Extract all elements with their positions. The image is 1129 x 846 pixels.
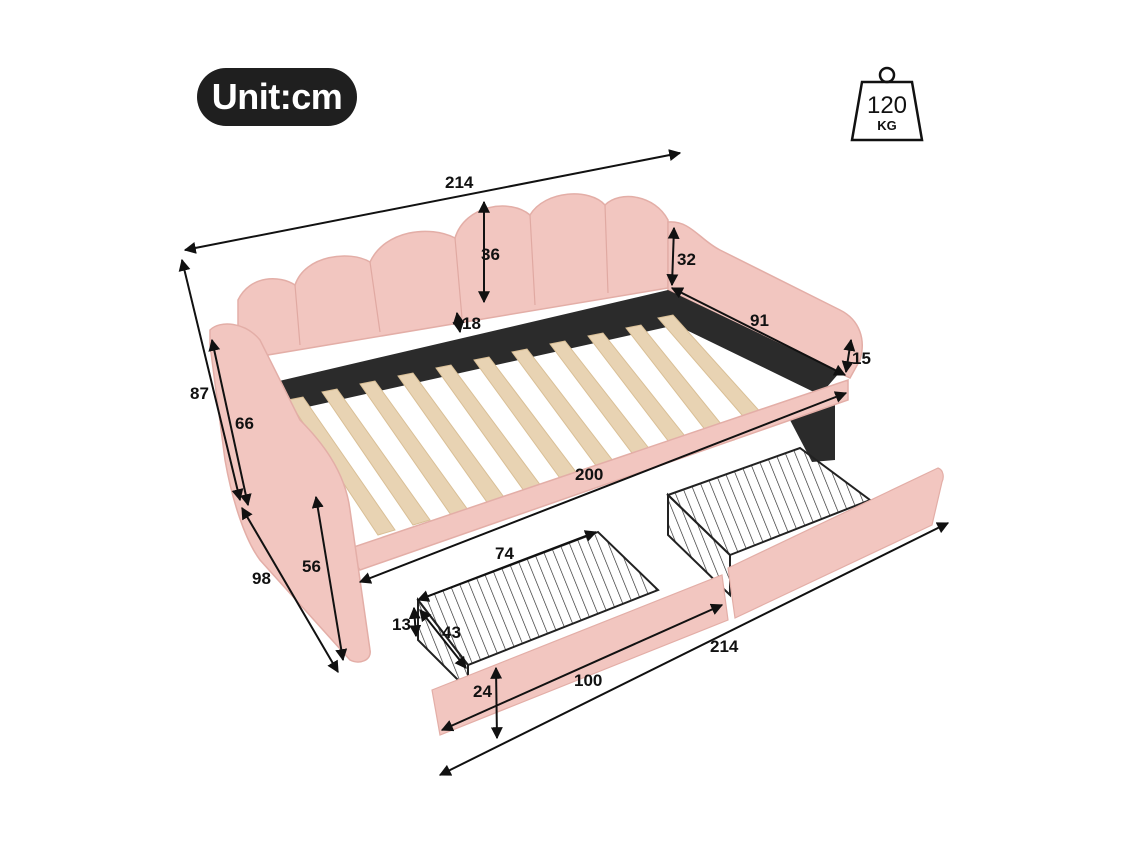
dim-armrest-top: 15: [852, 349, 871, 368]
dimension-lines: [178, 149, 950, 776]
dim-inner-length: 200: [575, 465, 604, 484]
dim-basket-depth: 43: [442, 623, 461, 642]
dim-seat-height: 56: [302, 557, 321, 576]
dim-overall-depth: 98: [252, 569, 271, 588]
weight-unit: KG: [877, 118, 897, 133]
dim-headboard-height: 36: [481, 245, 500, 264]
dim-headboard-gap: 18: [462, 314, 481, 333]
dim-overall-length-top: 214: [445, 173, 474, 192]
dim-drawer-front-height: 24: [473, 682, 492, 701]
dim-drawer-front-length: 100: [574, 671, 603, 690]
dim-overall-length-bottom: 214: [710, 637, 739, 656]
dim-side-height: 66: [235, 414, 254, 433]
dim-inner-width: 91: [750, 311, 769, 330]
weight-icon: [850, 66, 924, 142]
dim-basket-length: 74: [495, 544, 514, 563]
weight-value: 120: [866, 92, 908, 119]
dim-armrest-height: 32: [677, 250, 696, 269]
dim-basket-height: 13: [392, 615, 411, 634]
dim-overall-height: 87: [190, 384, 209, 403]
unit-badge: Unit:cm: [197, 68, 357, 126]
weight-capacity: 120 KG: [846, 64, 928, 144]
